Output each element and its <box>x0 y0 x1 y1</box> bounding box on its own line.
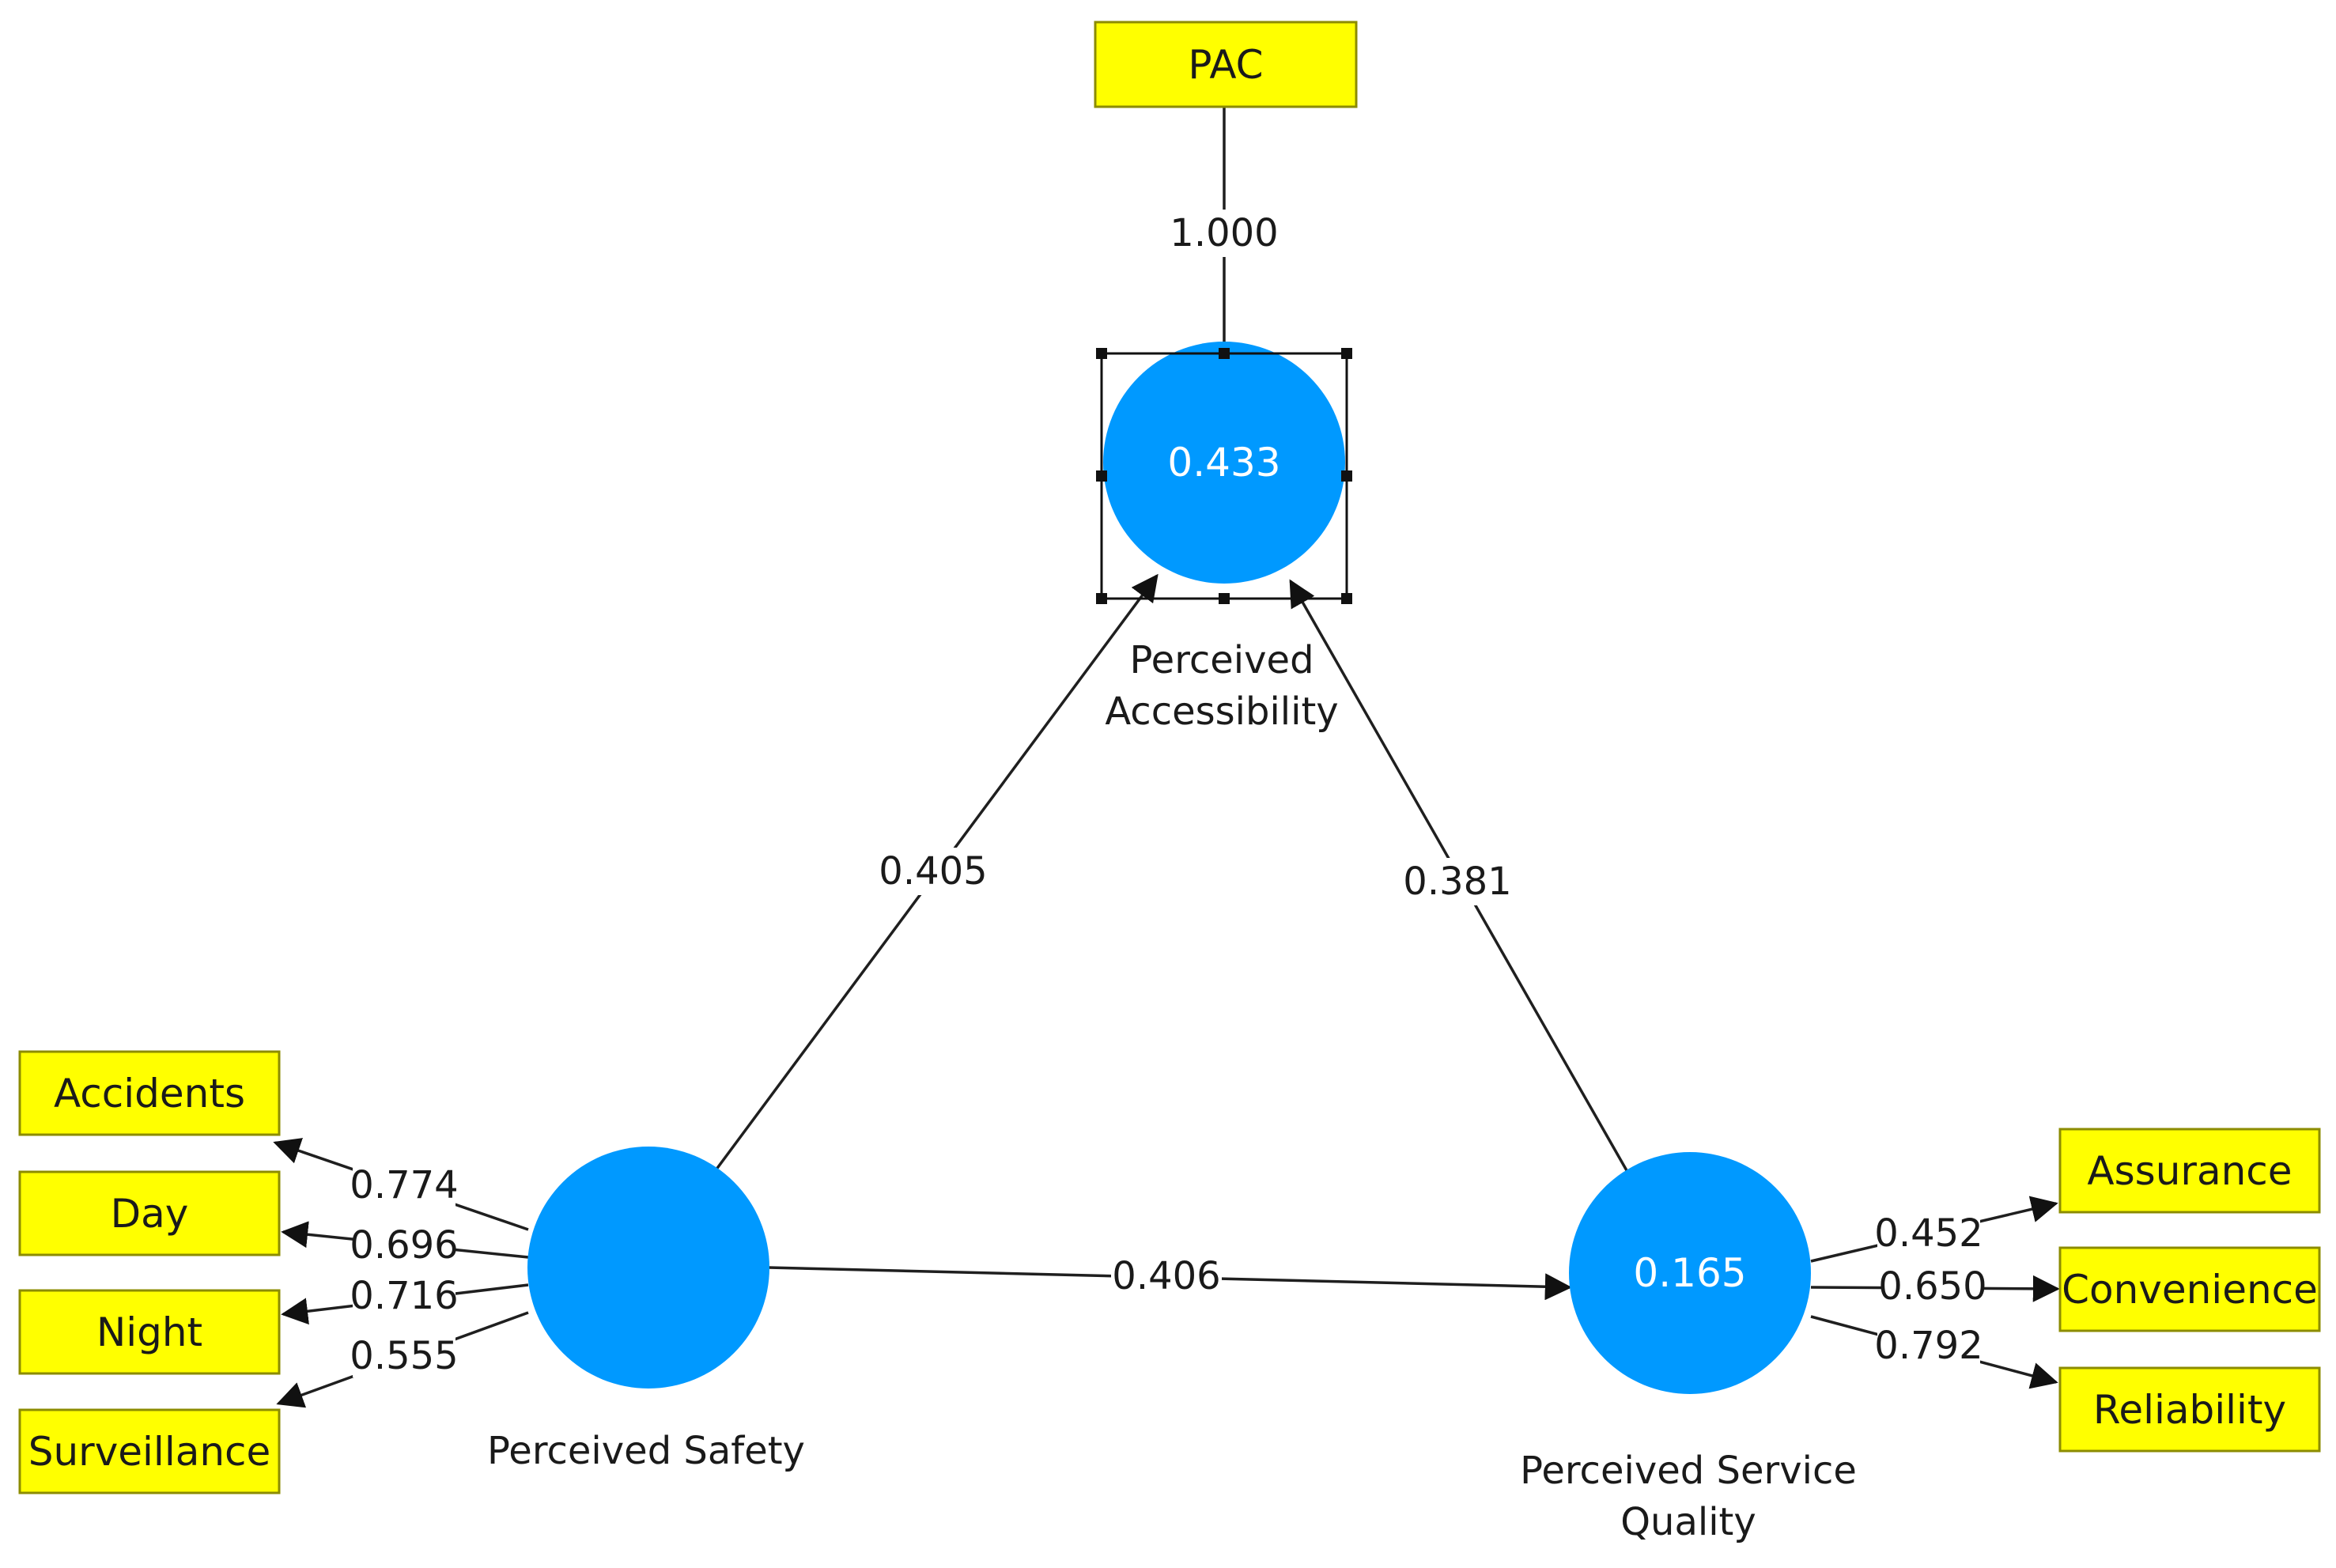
coef-pac-accessibility: 1.000 <box>1170 211 1278 255</box>
selection-handle[interactable] <box>1096 593 1107 604</box>
selection-handle[interactable] <box>1219 348 1230 359</box>
selection-handle[interactable] <box>1341 593 1352 604</box>
indicator-day-label: Day <box>111 1191 189 1237</box>
construct-service-name-line1: Perceived Service <box>1520 1449 1857 1493</box>
construct-accessibility-name-line1: Perceived <box>1129 638 1314 682</box>
construct-service-r2: 0.165 <box>1633 1250 1746 1296</box>
selection-handle[interactable] <box>1096 348 1107 359</box>
coef-service-assurance: 0.452 <box>1874 1211 1983 1256</box>
indicator-reliability[interactable]: Reliability <box>2058 1366 2321 1453</box>
coef-safety-to-service: 0.406 <box>1112 1254 1220 1298</box>
construct-perceived-service-quality[interactable]: 0.165 Perceived Service Quality <box>1520 1152 1857 1544</box>
indicator-night-label: Night <box>96 1309 202 1355</box>
construct-safety-name: Perceived Safety <box>487 1429 805 1473</box>
coef-service-to-accessibility: 0.381 <box>1403 860 1511 904</box>
indicator-accidents[interactable]: Accidents <box>18 1050 281 1136</box>
indicator-reliability-label: Reliability <box>2093 1387 2286 1433</box>
indicator-surveillance[interactable]: Surveillance <box>18 1408 281 1494</box>
indicator-assurance[interactable]: Assurance <box>2058 1128 2321 1214</box>
indicator-convenience-label: Convenience <box>2062 1267 2318 1313</box>
selection-frame[interactable] <box>1096 348 1352 604</box>
indicator-assurance-label: Assurance <box>2087 1148 2292 1194</box>
coef-safety-day: 0.696 <box>350 1223 458 1268</box>
indicator-accidents-label: Accidents <box>54 1071 245 1116</box>
indicator-convenience[interactable]: Convenience <box>2058 1246 2321 1332</box>
indicator-day[interactable]: Day <box>18 1170 281 1256</box>
selection-handle[interactable] <box>1096 470 1107 482</box>
coef-safety-night: 0.716 <box>350 1274 458 1318</box>
construct-service-name-line2: Quality <box>1620 1500 1756 1544</box>
coef-service-convenience: 0.650 <box>1878 1264 1986 1309</box>
coefficient-labels: 1.000 0.405 0.381 0.406 0.774 0.696 0.71… <box>350 210 1987 1378</box>
selection-handle[interactable] <box>1341 470 1352 482</box>
coef-safety-surveillance: 0.555 <box>350 1334 458 1378</box>
indicator-surveillance-label: Surveillance <box>28 1429 271 1475</box>
coef-service-reliability: 0.792 <box>1874 1324 1983 1368</box>
coef-safety-accidents: 0.774 <box>350 1163 458 1207</box>
indicator-pac-label: PAC <box>1188 42 1263 88</box>
construct-accessibility-name-line2: Accessibility <box>1105 690 1338 734</box>
construct-perceived-accessibility[interactable]: 0.433 Perceived Accessibility <box>1103 342 1345 734</box>
indicator-pac[interactable]: PAC <box>1094 21 1358 108</box>
selection-handle[interactable] <box>1219 593 1230 604</box>
indicator-night[interactable]: Night <box>18 1289 281 1375</box>
construct-perceived-safety[interactable]: Perceived Safety <box>487 1147 805 1473</box>
selection-handle[interactable] <box>1341 348 1352 359</box>
construct-accessibility-r2: 0.433 <box>1167 440 1280 486</box>
coef-safety-to-accessibility: 0.405 <box>879 849 987 894</box>
